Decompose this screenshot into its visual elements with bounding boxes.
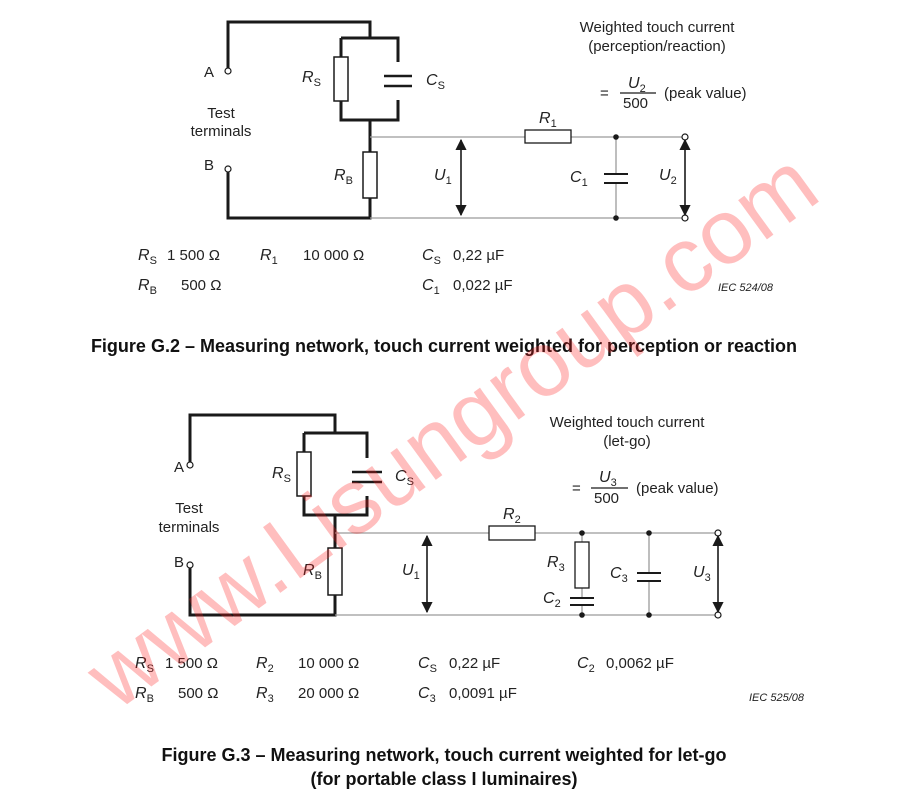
fig2-rs-label: RS [302, 69, 321, 89]
fig2-junction-dot [613, 134, 619, 140]
fig3-junction-dot [646, 612, 652, 618]
fig3-cs-capacitor [352, 458, 382, 496]
fig3-formula-equals: = [572, 480, 581, 497]
fig3-rs-label: RS [272, 465, 291, 485]
fig3-title-line1: Weighted touch current [550, 414, 706, 431]
fig3-c3-value: 0,0091 µF [449, 685, 517, 702]
fig3-cs-label: CS [395, 468, 414, 488]
fig2-junction-dot [613, 215, 619, 221]
fig3-junction-dot [646, 530, 652, 536]
fig3-formula-denominator: 500 [594, 490, 619, 507]
fig3-c3-capacitor [637, 572, 661, 582]
fig3-r2-resistor [488, 525, 536, 541]
fig3-title-line2: (let-go) [603, 433, 651, 450]
fig2-caption: Figure G.2 – Measuring network, touch cu… [91, 336, 797, 356]
fig2-rb-resistor [362, 151, 378, 199]
fig3-r3-value: 20 000 Ω [298, 685, 359, 702]
fig3-c2-value: 0,0062 µF [606, 655, 674, 672]
fig2-cs-value-symbol: CS [422, 247, 441, 267]
fig3-c2-value-symbol: C2 [577, 655, 595, 675]
figure-g3: A B Test terminals RS CS RB U1 R2 R3 C2 … [135, 413, 805, 789]
fig2-formula-denominator: 500 [623, 95, 648, 112]
figure-g2: A B Test terminals RS CS RB U1 R1 C1 U2 … [91, 19, 797, 356]
fig2-rb-label: RB [334, 167, 353, 187]
fig3-rs-resistor [296, 451, 312, 497]
fig3-caption-line2: (for portable class I luminaires) [310, 769, 577, 789]
fig3-formula-note: (peak value) [636, 480, 719, 497]
fig3-iec-reference: IEC 525/08 [749, 692, 805, 704]
fig2-formula-numerator: U2 [628, 75, 646, 95]
fig2-r1-value: 10 000 Ω [303, 247, 364, 264]
fig3-c2-label: C2 [543, 590, 561, 610]
fig2-heavy-wires [226, 20, 400, 220]
fig3-caption-line1: Figure G.3 – Measuring network, touch cu… [161, 745, 726, 765]
fig2-rs-value: 1 500 Ω [167, 247, 220, 264]
fig2-rs-value-symbol: RS [138, 247, 157, 267]
fig3-output-terminal [714, 529, 722, 537]
fig2-r1-resistor [524, 129, 572, 144]
fig2-r1-value-symbol: R1 [260, 247, 278, 267]
fig2-u2-label: U2 [659, 167, 677, 187]
fig3-terminals-label: terminals [159, 519, 220, 536]
fig2-thin-wires [370, 136, 683, 219]
fig3-rb-value: 500 Ω [178, 685, 218, 702]
fig2-rb-value: 500 Ω [181, 277, 221, 294]
fig3-r2-value: 10 000 Ω [298, 655, 359, 672]
fig2-title-line1: Weighted touch current [580, 19, 736, 36]
fig3-c3-value-symbol: C3 [418, 685, 436, 705]
fig3-c2-capacitor [570, 597, 594, 606]
fig2-formula-equals: = [600, 85, 609, 102]
fig2-terminal-a-label: A [204, 64, 214, 81]
fig2-cs-label: CS [426, 72, 445, 92]
fig2-c1-label: C1 [570, 169, 588, 189]
fig2-terminal-b [224, 165, 232, 173]
fig3-rs-value-symbol: RS [135, 655, 154, 675]
fig2-u1-label: U1 [434, 167, 452, 187]
fig3-terminal-b [186, 561, 194, 569]
fig2-output-terminal [681, 133, 689, 141]
fig3-output-terminal [714, 611, 722, 619]
fig3-cs-value: 0,22 µF [449, 655, 500, 672]
fig3-cs-value-symbol: CS [418, 655, 437, 675]
fig2-terminal-a [224, 67, 232, 75]
fig3-terminal-a [186, 461, 194, 469]
watermark-text: www.Lisungroup.com [67, 132, 835, 729]
fig3-r3-value-symbol: R3 [256, 685, 274, 705]
fig3-r3-label: R3 [547, 554, 565, 574]
fig3-terminal-b-label: B [174, 554, 184, 571]
fig2-cs-value: 0,22 µF [453, 247, 504, 264]
fig2-terminal-b-label: B [204, 157, 214, 174]
fig2-formula-note: (peak value) [664, 85, 747, 102]
fig3-r3-resistor [574, 541, 590, 589]
fig2-cs-capacitor [384, 62, 412, 100]
fig3-formula-numerator: U3 [599, 469, 617, 489]
fig3-test-label: Test [175, 500, 203, 517]
fig3-rs-value: 1 500 Ω [165, 655, 218, 672]
fig3-r2-label: R2 [503, 506, 521, 526]
fig3-rb-label: RB [303, 562, 322, 582]
fig2-title-line2: (perception/reaction) [588, 38, 726, 55]
fig2-c1-capacitor [604, 173, 628, 184]
fig3-junction-dot [579, 612, 585, 618]
fig2-rs-resistor [333, 56, 349, 102]
fig2-rb-value-symbol: RB [138, 277, 157, 297]
fig2-c1-value-symbol: C1 [422, 277, 440, 297]
fig2-c1-value: 0,022 µF [453, 277, 513, 294]
fig3-thin-wires [335, 532, 716, 616]
fig2-test-label: Test [207, 105, 235, 122]
fig2-iec-reference: IEC 524/08 [718, 282, 774, 294]
fig3-u1-label: U1 [402, 562, 420, 582]
fig3-c3-label: C3 [610, 565, 628, 585]
fig3-u3-label: U3 [693, 564, 711, 584]
fig2-terminals-label: terminals [191, 123, 252, 140]
fig2-r1-label: R1 [539, 110, 557, 130]
fig3-rb-value-symbol: RB [135, 685, 154, 705]
fig3-r2-value-symbol: R2 [256, 655, 274, 675]
fig3-junction-dot [579, 530, 585, 536]
fig3-terminal-a-label: A [174, 459, 184, 476]
fig3-rb-resistor [327, 547, 343, 596]
